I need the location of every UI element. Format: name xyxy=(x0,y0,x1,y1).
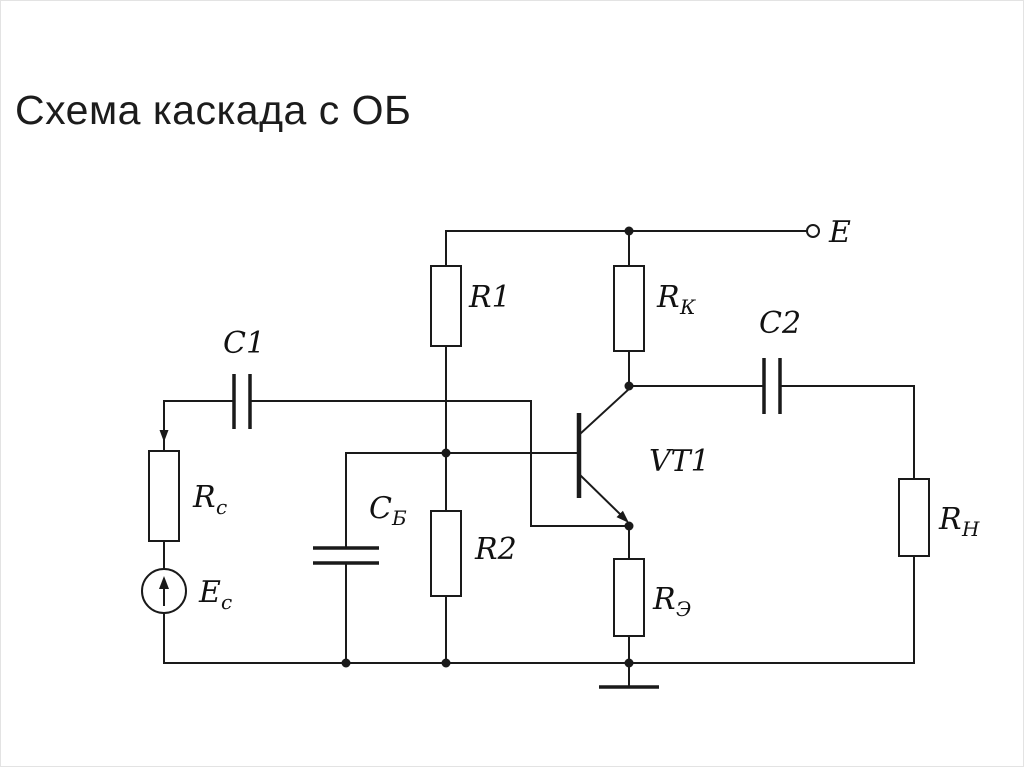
resistor-rs: R с xyxy=(148,450,227,542)
transistor-vt1-label: VT1 xyxy=(649,444,710,479)
page-title: Схема каскада с ОБ xyxy=(15,87,412,133)
junction-dots xyxy=(341,226,634,668)
resistor-r2: R2 xyxy=(430,510,517,597)
source-es-arrow-head xyxy=(159,576,169,589)
resistor-rk-label-sub: К xyxy=(679,295,696,319)
resistor-rn: R Н xyxy=(898,478,980,557)
resistor-r1-body xyxy=(430,265,462,347)
wires xyxy=(163,230,915,686)
resistor-r1-label: R1 xyxy=(468,280,511,315)
terminal-e: E xyxy=(806,215,851,250)
junction-dot xyxy=(341,658,351,668)
capacitor-cb-label-sub: Б xyxy=(391,506,407,530)
capacitor-c1: C1 xyxy=(223,326,265,429)
resistor-rk: R К xyxy=(613,265,696,352)
resistor-re: R Э xyxy=(613,558,691,637)
junction-dot xyxy=(624,381,634,391)
source-es-label-sub: с xyxy=(221,590,232,614)
transistor-emitter-arrow xyxy=(616,510,629,523)
resistor-r2-label: R2 xyxy=(474,532,517,567)
resistor-r1: R1 xyxy=(430,265,511,347)
source-es-label: E xyxy=(198,575,221,610)
junction-dot xyxy=(441,448,451,458)
terminal-e-circle xyxy=(806,224,820,238)
capacitor-c2-label: C2 xyxy=(759,306,801,341)
resistor-rk-label: R xyxy=(656,280,680,315)
resistor-rn-label-sub: Н xyxy=(961,517,980,541)
resistor-r2-body xyxy=(430,510,462,597)
junction-dot xyxy=(624,226,634,236)
resistor-re-label: R xyxy=(652,582,676,617)
junction-dot xyxy=(441,658,451,668)
resistor-re-label-sub: Э xyxy=(676,597,691,621)
transistor-emitter-lead xyxy=(578,473,624,518)
resistor-rn-body xyxy=(898,478,930,557)
terminal-e-label: E xyxy=(828,215,851,250)
resistor-rs-body xyxy=(148,450,180,542)
resistor-rk-body xyxy=(613,265,645,352)
junction-dot xyxy=(624,521,634,531)
resistor-rn-label: R xyxy=(938,502,962,537)
capacitor-cb-label: С xyxy=(369,491,392,526)
transistor-collector-lead xyxy=(578,387,631,436)
capacitor-cb: С Б xyxy=(313,491,407,565)
resistor-re-body xyxy=(613,558,645,637)
input-current-arrow xyxy=(159,430,169,442)
junction-dot xyxy=(624,658,634,668)
resistor-rs-label: R xyxy=(192,480,216,515)
capacitor-c1-label: C1 xyxy=(223,326,265,361)
capacitor-c2: C2 xyxy=(759,306,801,414)
transistor-vt1: VT1 xyxy=(576,387,710,523)
source-es: E с xyxy=(141,568,232,614)
resistor-rs-label-sub: с xyxy=(216,495,227,519)
